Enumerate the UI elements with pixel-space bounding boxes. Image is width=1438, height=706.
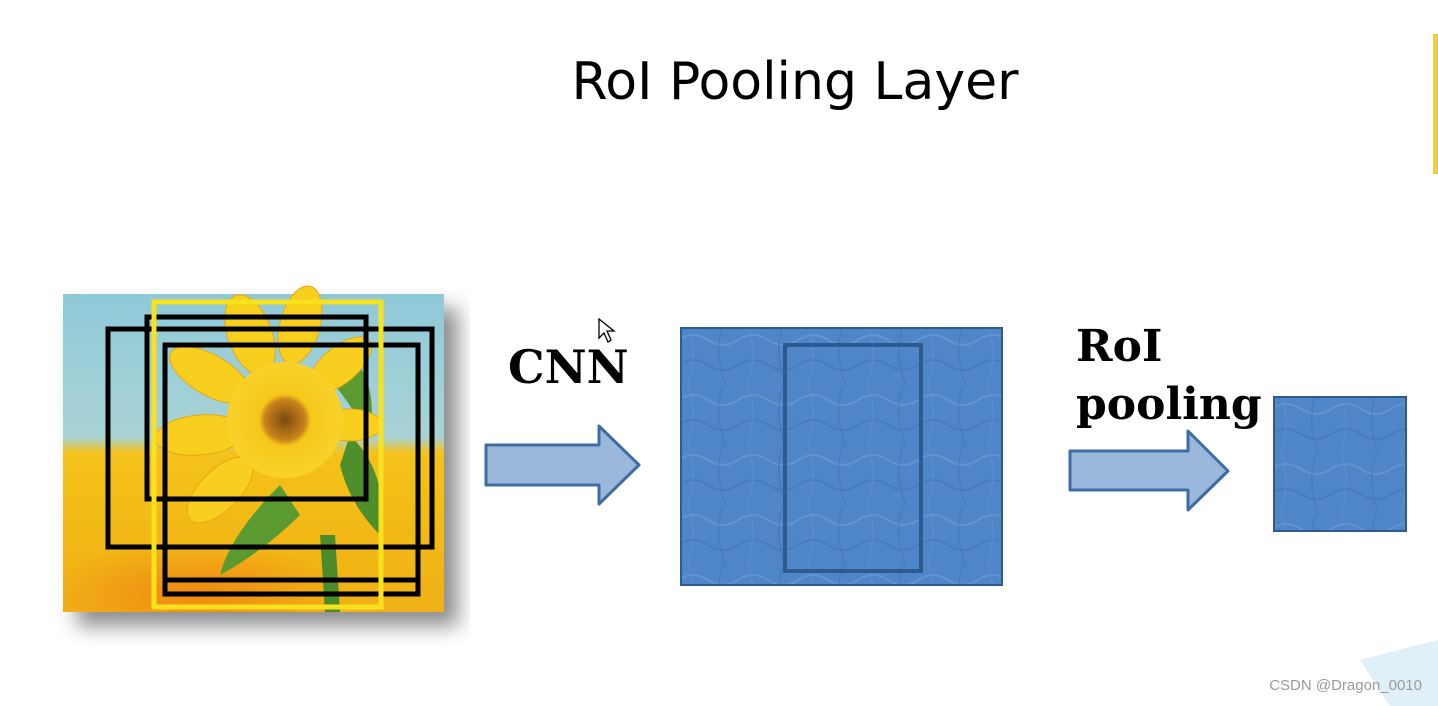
roi-pooling-label: RoI pooling [1076, 318, 1262, 434]
roi-pooling-arrow [1068, 429, 1230, 512]
sunflower-head [227, 362, 343, 478]
mouse-pointer-icon [598, 318, 616, 343]
watermark: CSDN @Dragon_0010 [1269, 677, 1422, 694]
accent-bar [1433, 34, 1438, 174]
corner-decoration [1360, 640, 1438, 706]
input-image-with-proposals [63, 285, 444, 612]
feature-map [680, 327, 1003, 586]
roi-pooling-label-line2: pooling [1076, 379, 1262, 430]
projected-roi-box [783, 343, 923, 573]
slide-title: RoI Pooling Layer [571, 52, 1019, 112]
proposal-box [105, 326, 435, 550]
roi-pooling-label-line1: RoI [1076, 321, 1163, 372]
feature-map-grid [680, 327, 1003, 586]
pooled-output [1273, 396, 1407, 532]
proposal-box [144, 314, 369, 502]
pooled-output-box [1273, 396, 1407, 532]
cnn-label: CNN [508, 340, 629, 394]
proposal-box [162, 342, 421, 583]
cnn-arrow [484, 424, 641, 506]
highlighted-proposal-box [151, 299, 384, 610]
